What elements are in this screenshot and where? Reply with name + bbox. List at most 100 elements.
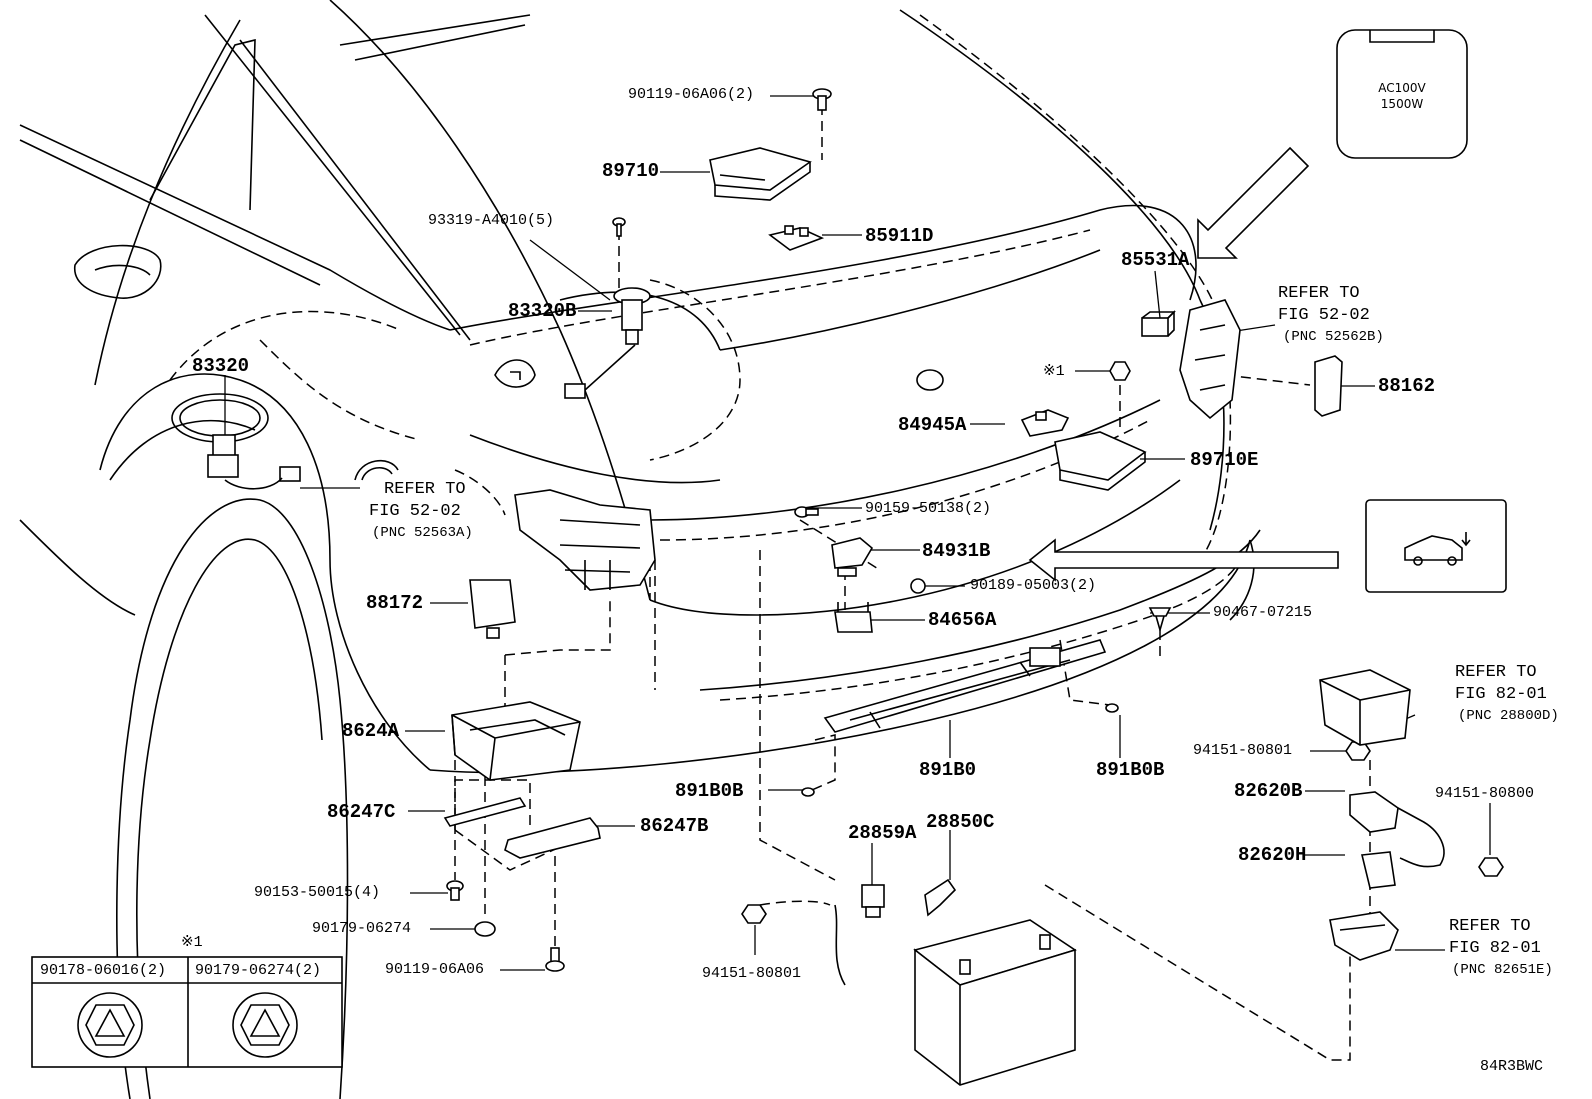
clip-891B0B-icon (1105, 703, 1119, 713)
fuse-28859A-icon (861, 884, 885, 918)
ref-28800D-line3: (PNC 28800D) (1458, 708, 1559, 724)
label-84656A: 84656A (928, 609, 997, 631)
fuel-opener-83320B-icon (564, 287, 651, 399)
inset-nut-right-icon (232, 992, 298, 1058)
switch-85531A-icon (1141, 310, 1176, 337)
bolt-90153-icon (446, 880, 464, 901)
label-82620H: 82620H (1238, 844, 1307, 866)
ref-28800D-line1: REFER TO (1455, 663, 1537, 682)
ref-82651E-line1: REFER TO (1449, 917, 1531, 936)
plate-86247B-icon (504, 817, 601, 859)
module-89710-icon (709, 147, 812, 201)
bolt-90119-06A06-bottom-icon (545, 947, 565, 972)
ref-82651E-line3: (PNC 82651E) (1452, 962, 1553, 978)
ac-outlet-box (1336, 29, 1468, 159)
nut-94151-80801-bottom-icon (741, 904, 767, 924)
battery-icon (913, 919, 1077, 1086)
inset-nut-left-icon (77, 992, 143, 1058)
label-90189-05003-2: 90189-05003(2) (970, 577, 1097, 594)
battery-cable-icon (834, 904, 846, 986)
label-86247B: 86247B (640, 815, 709, 837)
part-82620H-icon (1361, 851, 1396, 889)
ref-52563A-line2: FIG 52-02 (369, 502, 461, 521)
label-94151-80801-bottom: 94151-80801 (702, 965, 802, 982)
label-84931B: 84931B (922, 540, 991, 562)
cover-28800D-icon (1319, 669, 1411, 746)
ref-28800D-line2: FIG 82-01 (1455, 685, 1547, 704)
label-89710E: 89710E (1190, 449, 1259, 471)
screw-93319-icon (612, 217, 626, 237)
label-85911D: 85911D (865, 225, 934, 247)
fuel-opener-83320-icon (207, 434, 301, 490)
inset-col2-label: 90179-06274(2) (195, 962, 322, 979)
switch-84945A-icon (1020, 409, 1070, 437)
label-83320B: 83320B (508, 300, 577, 322)
label-28859A: 28859A (848, 822, 917, 844)
label-90179-06274: 90179-06274 (312, 920, 412, 937)
view-arrow-upper-icon (1197, 146, 1310, 259)
inset-table (31, 956, 343, 1068)
inset-note-symbol: ※1 (181, 934, 203, 951)
label-94151-80800: 94151-80800 (1435, 785, 1535, 802)
nut-94151-80800-icon (1478, 857, 1504, 877)
switch-84931B-icon (831, 537, 874, 577)
part-88162-icon (1314, 355, 1343, 417)
view-arrow-lower-icon (1028, 538, 1339, 582)
ref-52562B-line2: FIG 52-02 (1278, 306, 1370, 325)
ref-52562B-line3: (PNC 52562B) (1283, 329, 1384, 345)
clip-891B0B-left-icon (801, 787, 815, 797)
label-28850C: 28850C (926, 811, 995, 833)
label-85531A: 85531A (1121, 249, 1190, 271)
nut-90189-icon (910, 578, 926, 594)
trunk-indicator-box (1365, 499, 1507, 593)
label-90159-50138-2: 90159-50138(2) (865, 500, 992, 517)
label-88162: 88162 (1378, 375, 1436, 397)
part-82651E-icon (1329, 911, 1399, 961)
ref-52563A-line3: (PNC 52563A) (372, 525, 473, 541)
label-891B0B-right: 891B0B (1096, 759, 1165, 781)
label-note1: ※1 (1043, 363, 1065, 380)
ecu-8624A-icon (451, 701, 581, 781)
label-90119-06A06: 90119-06A06 (385, 961, 485, 978)
ref-52562B-line1: REFER TO (1278, 284, 1360, 303)
bolt-90159-icon (794, 506, 819, 518)
nut-note1-icon (1109, 361, 1131, 381)
bolt-90119-06A06-icon (812, 88, 832, 111)
rail-891B0-icon (823, 639, 1107, 733)
trunk-open-icon (1404, 532, 1471, 566)
label-891B0: 891B0 (919, 759, 977, 781)
fuel-lid-icon (354, 459, 399, 481)
inset-col1-label: 90178-06016(2) (40, 962, 167, 979)
label-90153-50015-4: 90153-50015(4) (254, 884, 381, 901)
plate-86247C-icon (443, 797, 527, 827)
part-82620B-icon (1349, 791, 1445, 868)
label-94151-80801-right: 94151-80801 (1193, 742, 1293, 759)
label-8624A: 8624A (342, 720, 400, 742)
label-93319-A4010-5: 93319-A4010(5) (428, 212, 555, 229)
label-90467-07215: 90467-07215 (1213, 604, 1313, 621)
label-83320: 83320 (192, 355, 250, 377)
terminal-28850C-icon (924, 878, 957, 917)
bracket-52563A-icon (514, 489, 656, 591)
ac-outlet-wattage: 1500W (1380, 97, 1424, 111)
ref-52563A-line1: REFER TO (384, 480, 466, 499)
label-89710: 89710 (602, 160, 660, 182)
sensor-85911D-icon (768, 225, 825, 251)
ac-outlet-voltage: AC100V (1378, 81, 1426, 95)
label-90119-06A06-2: 90119-06A06(2) (628, 86, 755, 103)
label-88172: 88172 (366, 592, 424, 614)
bracket-52562B-icon (1179, 299, 1241, 420)
clip-90467-icon (1148, 607, 1172, 633)
label-84945A: 84945A (898, 414, 967, 436)
part-84656A-icon (834, 602, 873, 633)
ref-82651E-line2: FIG 82-01 (1449, 939, 1541, 958)
module-88172-icon (469, 579, 516, 639)
diagram-id: 84R3BWC (1480, 1058, 1544, 1075)
label-82620B: 82620B (1234, 780, 1303, 802)
label-891B0B-left: 891B0B (675, 780, 744, 802)
module-89710E-icon (1054, 431, 1147, 491)
nut-90179-icon (474, 921, 496, 937)
label-86247C: 86247C (327, 801, 396, 823)
